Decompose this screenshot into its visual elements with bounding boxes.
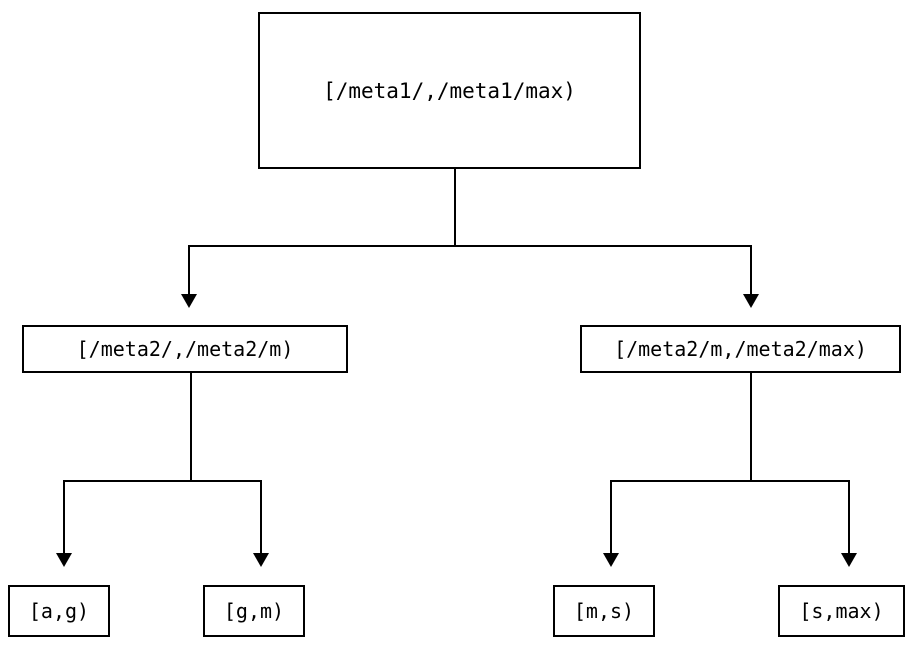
tree-node-mid-right-label: [/meta2/m,/meta2/max) bbox=[614, 337, 867, 361]
tree-leaf-node-4-label: [s,max) bbox=[799, 599, 884, 623]
arrowhead-icon-to-leaf-4 bbox=[841, 553, 857, 567]
tree-leaf-node-4[interactable]: [s,max) bbox=[778, 585, 905, 637]
connector-root-stem bbox=[454, 169, 456, 247]
tree-leaf-node-3[interactable]: [m,s) bbox=[553, 585, 655, 637]
tree-node-root-label: [/meta1/,/meta1/max) bbox=[323, 78, 576, 103]
arrowhead-icon-to-mid-left bbox=[181, 294, 197, 308]
connector-root-to-mid-right-drop bbox=[750, 245, 752, 294]
tree-node-root[interactable]: [/meta1/,/meta1/max) bbox=[258, 12, 641, 169]
arrowhead-icon-to-leaf-1 bbox=[56, 553, 72, 567]
connector-to-leaf-2-drop bbox=[260, 480, 262, 553]
connector-mid-left-stem bbox=[190, 373, 192, 481]
connector-root-to-mid-left-drop bbox=[188, 245, 190, 294]
arrowhead-icon-to-leaf-2 bbox=[253, 553, 269, 567]
connector-to-leaf-4-drop bbox=[848, 480, 850, 553]
connector-to-leaf-3-drop bbox=[610, 480, 612, 553]
arrowhead-icon-to-leaf-3 bbox=[603, 553, 619, 567]
connector-to-leaf-1-drop bbox=[63, 480, 65, 553]
tree-node-mid-right[interactable]: [/meta2/m,/meta2/max) bbox=[580, 325, 901, 373]
tree-node-mid-left[interactable]: [/meta2/,/meta2/m) bbox=[22, 325, 348, 373]
tree-node-mid-left-label: [/meta2/,/meta2/m) bbox=[76, 337, 294, 361]
tree-leaf-node-2[interactable]: [g,m) bbox=[203, 585, 305, 637]
tree-leaf-node-1[interactable]: [a,g) bbox=[8, 585, 110, 637]
connector-level2-left-bar bbox=[63, 480, 262, 482]
connector-mid-right-stem bbox=[750, 373, 752, 481]
connector-level2-right-bar bbox=[610, 480, 850, 482]
arrowhead-icon-to-mid-right bbox=[743, 294, 759, 308]
connector-level1-bar bbox=[188, 245, 752, 247]
tree-leaf-node-2-label: [g,m) bbox=[223, 599, 285, 623]
tree-leaf-node-3-label: [m,s) bbox=[573, 599, 635, 623]
tree-leaf-node-1-label: [a,g) bbox=[28, 599, 90, 623]
